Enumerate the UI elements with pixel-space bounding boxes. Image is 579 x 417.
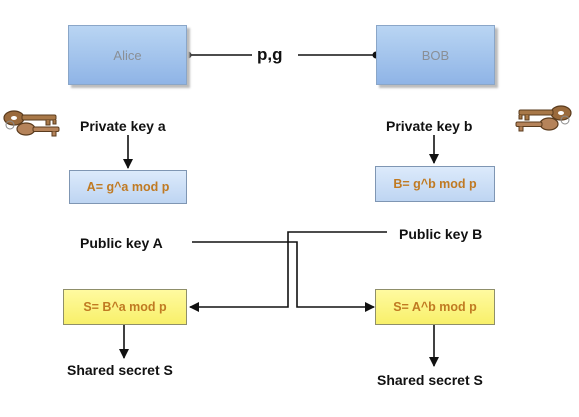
alice-shared-secret-label: Shared secret S <box>67 362 173 378</box>
alice-public-computation-box: A= g^a mod p <box>69 170 187 204</box>
alice-key-icon <box>3 110 60 137</box>
bob-box: BOB <box>376 25 495 85</box>
bob-private-key-label: Private key b <box>386 118 473 134</box>
alice-public-computation: A= g^a mod p <box>86 180 170 194</box>
bob-public-key-label: Public key B <box>399 226 483 242</box>
bob-secret-computation-box: S= A^b mod p <box>375 289 495 325</box>
bob-label: BOB <box>421 47 450 63</box>
shared-params-label: p,g <box>257 45 283 64</box>
alice-box: Alice <box>68 25 187 85</box>
alice-public-key-label: Public key A <box>80 235 163 251</box>
bob-public-computation-box: B= g^b mod p <box>375 166 495 202</box>
bob-key-icon <box>515 105 572 132</box>
alice-secret-computation: S= B^a mod p <box>83 300 167 314</box>
bob-public-computation: B= g^b mod p <box>393 177 477 191</box>
bob-secret-computation: S= A^b mod p <box>393 300 477 314</box>
public-key-a-arrow <box>192 241 375 312</box>
alice-private-key-label: Private key a <box>80 118 166 134</box>
public-key-b-arrow <box>189 231 387 312</box>
alice-label: Alice <box>113 47 142 63</box>
bob-shared-secret-label: Shared secret S <box>377 372 483 388</box>
alice-secret-computation-box: S= B^a mod p <box>63 289 187 325</box>
